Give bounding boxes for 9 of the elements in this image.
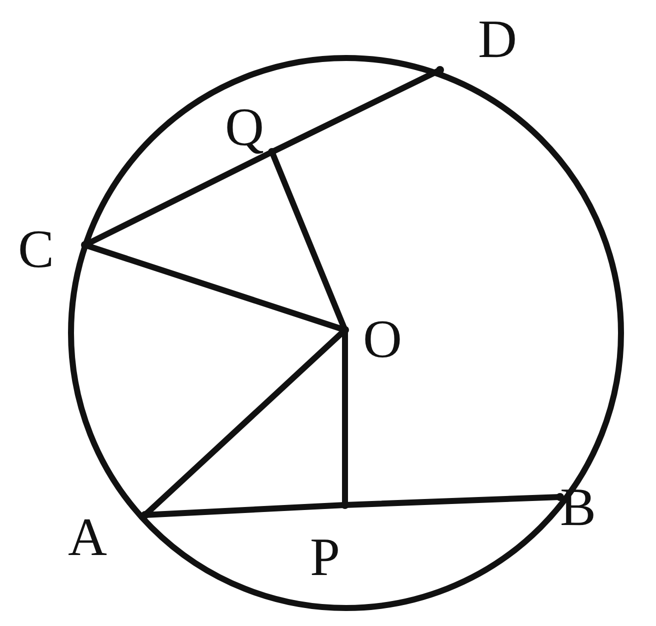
point-label: A bbox=[68, 510, 107, 564]
point-label: Q bbox=[225, 100, 264, 154]
point-label: O bbox=[363, 312, 402, 366]
vertex-point bbox=[141, 511, 149, 519]
point-label: C bbox=[18, 222, 54, 276]
point-label: P bbox=[310, 530, 340, 584]
vertex-point bbox=[436, 66, 444, 74]
point-label: D bbox=[478, 12, 517, 66]
vertex-point bbox=[268, 148, 276, 156]
